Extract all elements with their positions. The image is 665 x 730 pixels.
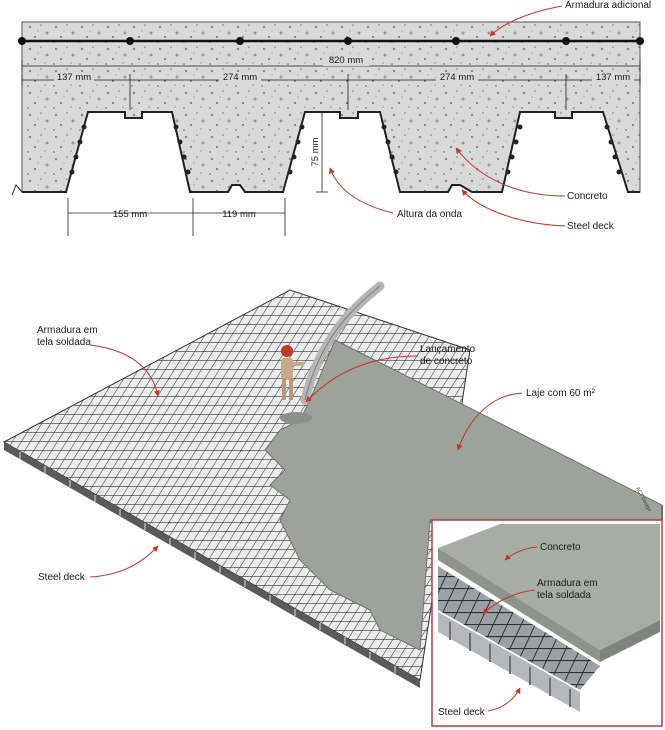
rebar-dots — [18, 37, 644, 45]
dim-rib-gap: 119 mm — [222, 209, 256, 220]
label-concrete: Concreto — [567, 191, 608, 202]
inset-label-steel-deck: Steel deck — [438, 707, 486, 718]
inset-label-concrete: Concreto — [540, 542, 581, 553]
label-rebar-additional: Armadura adicional — [565, 0, 651, 11]
dim-total-width: 820 mm — [329, 55, 363, 66]
worker — [281, 345, 304, 400]
deck-ribs — [19, 452, 396, 673]
dim-seg-left: 137 mm — [57, 72, 91, 83]
label-wave-height: Altura da onda — [397, 209, 462, 220]
dim-wave-depth: 75 mm — [310, 137, 321, 166]
dim-wave-bottom: 155 mm — [113, 209, 147, 220]
cross-section: 820 mm 137 mm 274 mm 274 mm 137 mm 75 mm — [11, 0, 651, 236]
dim-seg-right: 137 mm — [596, 72, 630, 83]
label-slab: Laje com 60 m² — [526, 388, 596, 399]
poured-concrete — [280, 412, 312, 424]
dim-seg-mid1: 274 mm — [223, 72, 257, 83]
label-steel-deck: Steel deck — [567, 221, 615, 232]
steel-deck-profile — [22, 111, 640, 193]
concrete-section — [21, 21, 641, 193]
steel-deck-edge — [4, 442, 420, 688]
label-perspective-steel-deck: Steel deck — [38, 572, 86, 583]
dim-seg-mid2: 274 mm — [440, 72, 474, 83]
